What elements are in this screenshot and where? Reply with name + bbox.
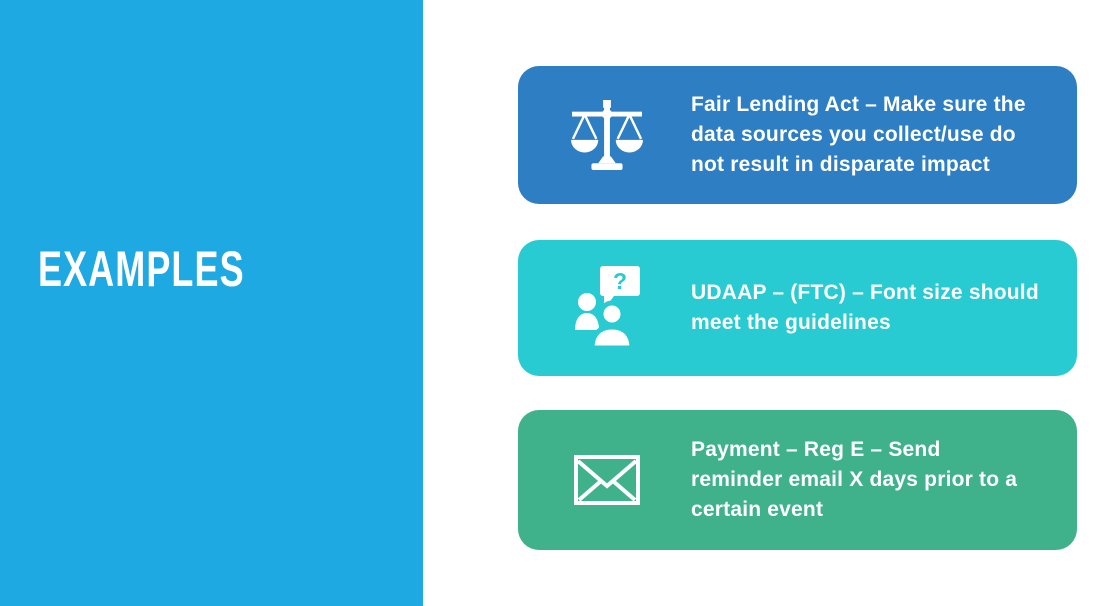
balance-scale-icon [563, 100, 651, 170]
svg-text:?: ? [613, 268, 627, 294]
payment-text: Payment – Reg E – Send reminder email X … [691, 438, 1018, 521]
envelope-icon [563, 455, 651, 505]
payment-card: Payment – Reg E – Send reminder email X … [518, 410, 1077, 550]
fair-lending-text: Fair Lending Act – Make sure the data so… [691, 93, 1026, 176]
udaap-text: UDAAP – (FTC) – Font size should meet th… [691, 281, 1039, 334]
people-question-icon: ? [563, 266, 651, 350]
cards-area: Fair Lending Act – Make sure the data so… [518, 0, 1077, 606]
slide-title: EXAMPLES [38, 241, 245, 297]
fair-lending-card: Fair Lending Act – Make sure the data so… [518, 66, 1077, 204]
udaap-card: ? UDAAP – (FTC) – Font size should meet … [518, 240, 1077, 376]
sidebar-panel: EXAMPLES [0, 0, 423, 606]
